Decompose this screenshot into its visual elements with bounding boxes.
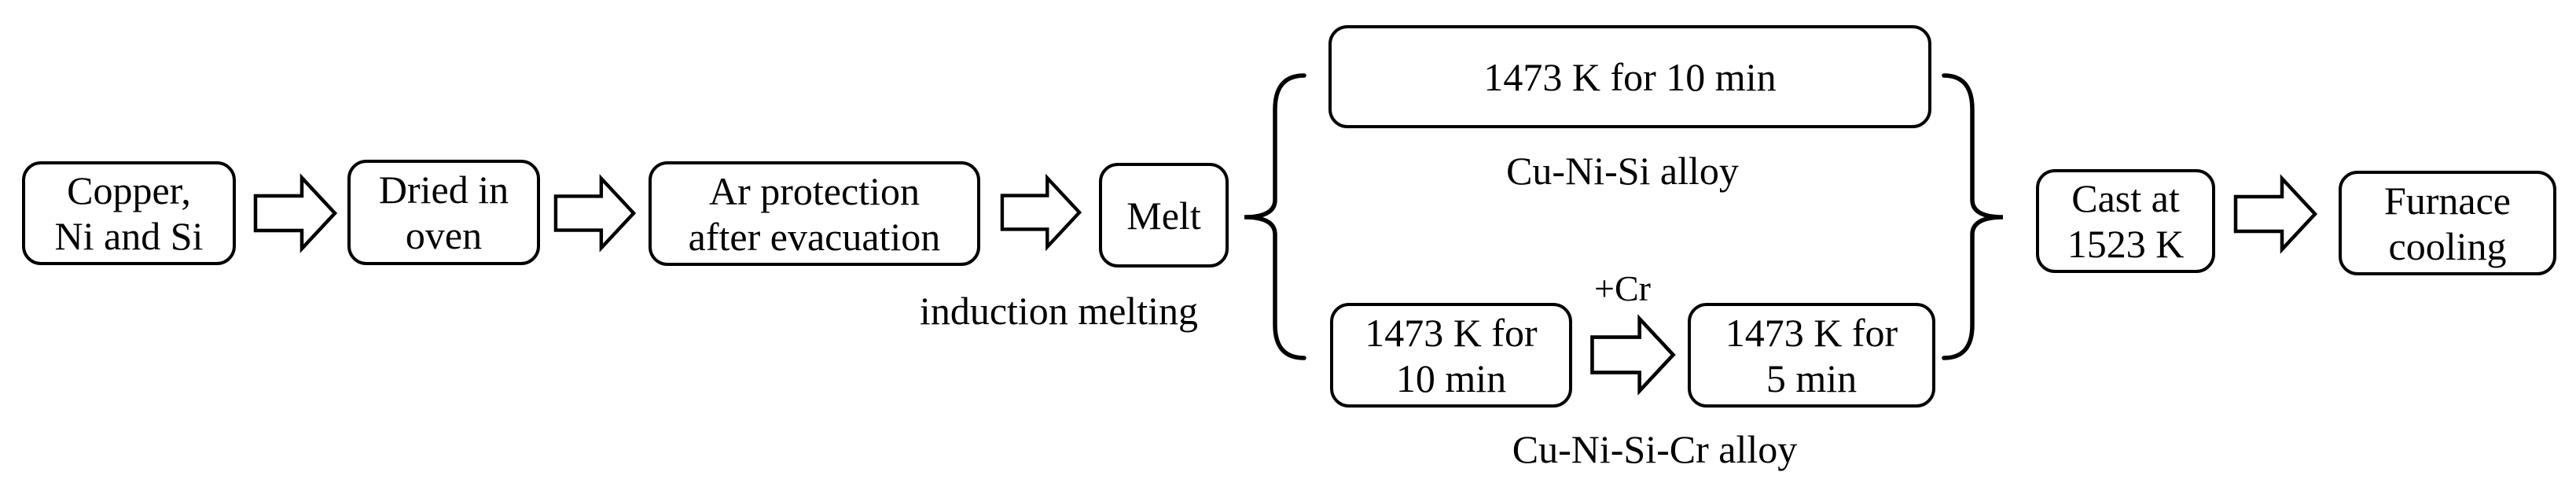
box-drying: Dried in oven xyxy=(347,160,540,265)
cr-addition-label: +Cr xyxy=(1594,268,1651,308)
flow-arrow-icon xyxy=(253,173,338,253)
box-hold-bottom-step1-label: 1473 K for 10 min xyxy=(1365,310,1538,400)
box-furnace-cooling-label: Furnace cooling xyxy=(2383,178,2512,268)
box-ar-protection-label: Ar protection after evacuation xyxy=(688,168,941,259)
box-drying-label: Dried in oven xyxy=(378,168,509,257)
box-hold-top: 1473 K for 10 min xyxy=(1328,25,1931,128)
split-brace-icon xyxy=(1244,73,1306,360)
flow-arrow-icon xyxy=(553,174,637,253)
box-raw-materials-label: Copper, Ni and Si xyxy=(54,168,204,258)
box-cast-label: Cast at 1523 K xyxy=(2067,176,2185,266)
cu-ni-si-alloy-label: Cu-Ni-Si alloy xyxy=(1506,149,1739,193)
induction-melting-label: induction melting xyxy=(919,289,1199,333)
box-melt: Melt xyxy=(1099,163,1229,267)
cu-ni-si-cr-alloy-label: Cu-Ni-Si-Cr alloy xyxy=(1512,427,1798,471)
box-furnace-cooling: Furnace cooling xyxy=(2339,171,2556,275)
box-hold-bottom-step2: 1473 K for 5 min xyxy=(1688,303,1935,408)
merge-brace-icon xyxy=(1942,73,2004,360)
flow-arrow-icon xyxy=(1590,314,1676,396)
flow-arrow-icon xyxy=(2233,174,2318,254)
box-cast: Cast at 1523 K xyxy=(2036,169,2215,273)
box-hold-bottom-step1: 1473 K for 10 min xyxy=(1330,303,1572,408)
box-melt-label: Melt xyxy=(1126,193,1201,238)
box-hold-bottom-step2-label: 1473 K for 5 min xyxy=(1725,310,1898,400)
box-raw-materials: Copper, Ni and Si xyxy=(22,161,236,265)
flow-arrow-icon xyxy=(1000,173,1082,252)
box-hold-top-label: 1473 K for 10 min xyxy=(1483,54,1777,99)
box-ar-protection: Ar protection after evacuation xyxy=(649,161,980,266)
